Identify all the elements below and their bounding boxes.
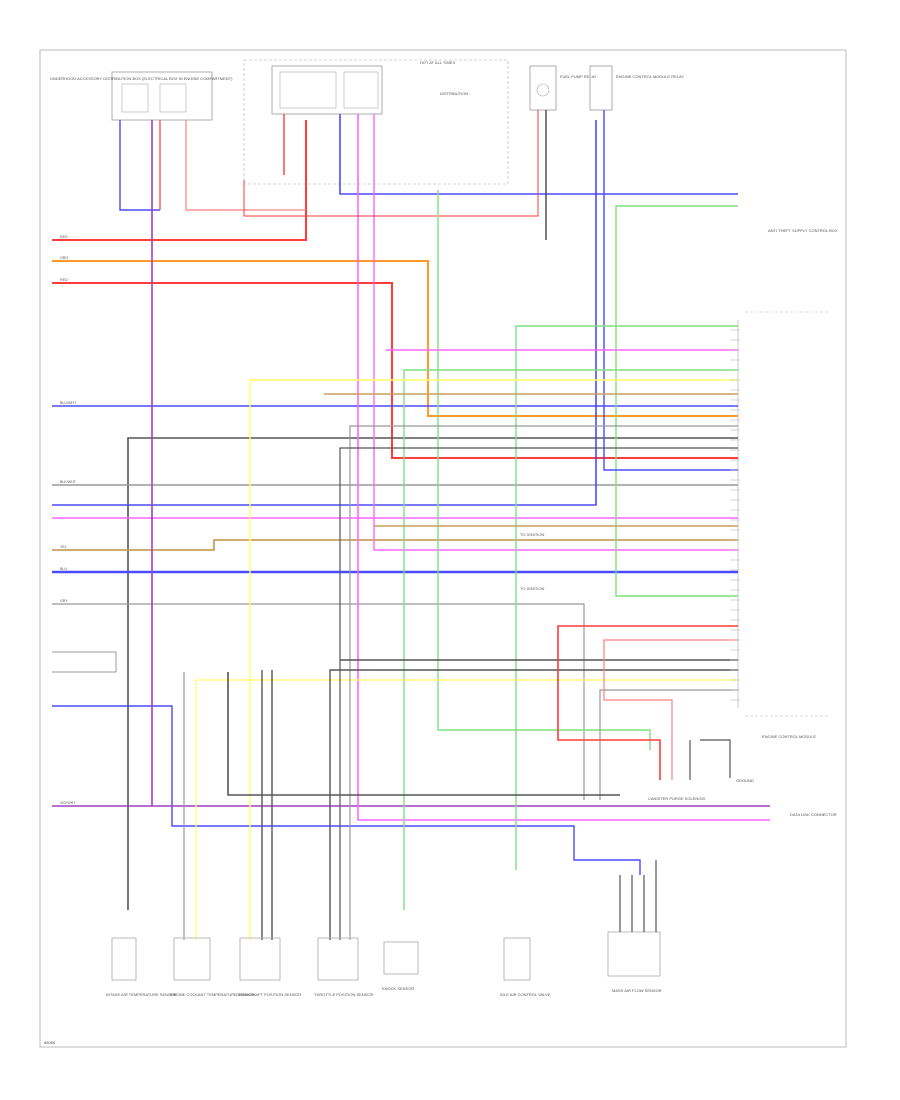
fuel-pump-relay: FUEL PUMP RELAY bbox=[529, 65, 597, 111]
wire-label-red-1: RED bbox=[60, 235, 68, 239]
sensor-maf-label: MASS AIR FLOW SENSOR bbox=[612, 988, 662, 993]
sensor-iat: INTAKE AIR TEMPERATURE SENSOR bbox=[106, 937, 177, 997]
wire-label-blu-wht: BLU/WHT bbox=[60, 401, 77, 405]
sensor-iac-label: IDLE AIR CONTROL VALVE bbox=[500, 992, 551, 997]
sensor-iac: IDLE AIR CONTROL VALVE bbox=[500, 937, 551, 997]
footer-id: 88086 bbox=[44, 1040, 56, 1045]
hot-at-all-times-label: HOT AT ALL TIMES bbox=[420, 60, 455, 65]
ecm-relay: ENGINE CONTROL MODULE RELAY bbox=[589, 65, 684, 111]
wire-label-blu: BLU bbox=[60, 567, 67, 571]
fuse-block-top-left: UNDERHOOD ACCESSORY DISTRIBUTION BOX (EL… bbox=[50, 71, 233, 121]
sensor-tps-label: THROTTLE POSITION SENSOR bbox=[314, 992, 373, 997]
wire-label-gry: GRY bbox=[60, 599, 68, 603]
sensor-knock: KNOCK SENSOR bbox=[382, 941, 419, 991]
note-b: TO IGNITION bbox=[520, 586, 544, 591]
canister-label: CANISTER PURGE SOLENOID bbox=[648, 796, 705, 801]
sensor-ect: ENGINE COOLANT TEMPERATURE SENSOR bbox=[170, 937, 255, 997]
wire-label-vio: VIO/WHT bbox=[60, 801, 76, 805]
wire-label-blk-wht: BLK/WHT bbox=[60, 480, 77, 484]
anti-theft-label: ANTI THEFT SUPPLY CONTROL BOX bbox=[768, 228, 838, 233]
ground-label: GROUND bbox=[736, 778, 754, 783]
sensor-tps: THROTTLE POSITION SENSOR bbox=[314, 937, 373, 997]
sensor-ect-label: ENGINE COOLANT TEMPERATURE SENSOR bbox=[170, 992, 255, 997]
note-a: TO IGNITION bbox=[520, 532, 544, 537]
wire-label-yel: YEL bbox=[60, 545, 67, 549]
distribution-label: DISTRIBUTION bbox=[440, 91, 468, 96]
dlc-label: DATA LINK CONNECTOR bbox=[790, 812, 837, 817]
wire-label-org: ORG bbox=[60, 256, 68, 260]
ecm-pin-ticks bbox=[730, 329, 740, 701]
sensor-iat-label: INTAKE AIR TEMPERATURE SENSOR bbox=[106, 992, 177, 997]
sensor-ckp: CRANKSHAFT POSITION SENSOR bbox=[236, 937, 301, 997]
fuel-pump-label: FUEL PUMP RELAY bbox=[560, 74, 597, 79]
sensor-maf: MASS AIR FLOW SENSOR bbox=[607, 931, 662, 993]
sensor-knock-label: KNOCK SENSOR bbox=[382, 986, 414, 991]
fuse-block-label: UNDERHOOD ACCESSORY DISTRIBUTION BOX (EL… bbox=[50, 76, 233, 81]
diagram-border bbox=[39, 49, 847, 1048]
sensor-ckp-label: CRANKSHAFT POSITION SENSOR bbox=[236, 992, 301, 997]
hot-at-all-times-box bbox=[243, 59, 509, 185]
distribution-relay: DISTRIBUTION bbox=[271, 65, 468, 115]
wire-label-red-2: RED bbox=[60, 278, 68, 282]
ecm-relay-label: ENGINE CONTROL MODULE RELAY bbox=[616, 74, 684, 79]
ecm-label: ENGINE CONTROL MODULE bbox=[762, 734, 816, 739]
